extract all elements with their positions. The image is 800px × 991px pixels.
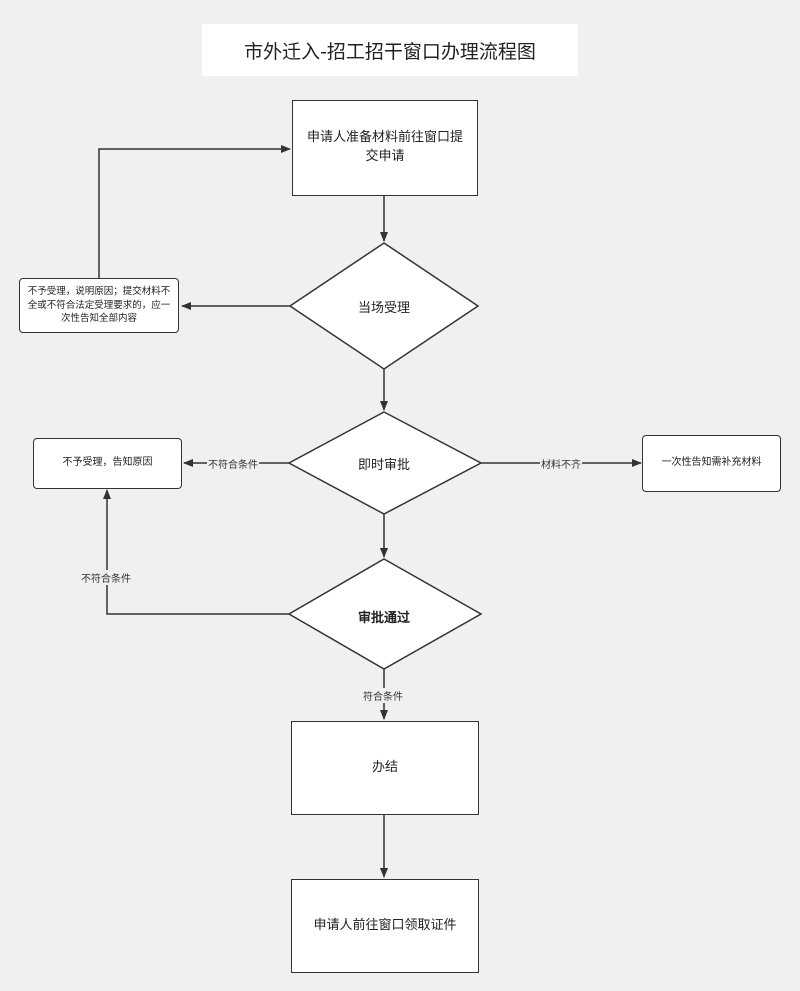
diagram-title: 市外迁入-招工招干窗口办理流程图 bbox=[202, 24, 578, 76]
node-reject-on-spot: 不予受理，说明原因；提交材料不全或不符合法定受理要求的，应一次性告知全部内容 bbox=[19, 278, 179, 333]
node-supplement-notice: 一次性告知需补充材料 bbox=[642, 435, 781, 492]
diamond-review-pass bbox=[287, 558, 483, 670]
edge-reject-loop-back bbox=[98, 145, 291, 278]
node-reject-notify: 不予受理，告知原因 bbox=[33, 438, 182, 489]
node-submit-application: 申请人准备材料前往窗口提交申请 bbox=[292, 100, 478, 196]
diamond-on-site-accept bbox=[288, 242, 480, 370]
node-collect-certificate: 申请人前往窗口领取证件 bbox=[291, 879, 479, 973]
diamond-instant-review bbox=[287, 411, 483, 515]
edge-pass-to-reject bbox=[103, 489, 289, 615]
diagram-title-text: 市外迁入-招工招干窗口办理流程图 bbox=[244, 40, 536, 63]
node-complete: 办结 bbox=[291, 721, 479, 815]
edge-label-materials-incomplete: 材料不齐 bbox=[540, 456, 582, 471]
edge-label-not-meet-review: 不符合条件 bbox=[207, 456, 259, 471]
edge-label-meet: 符合条件 bbox=[362, 688, 404, 703]
edge-label-not-meet-pass: 不符合条件 bbox=[80, 570, 132, 585]
